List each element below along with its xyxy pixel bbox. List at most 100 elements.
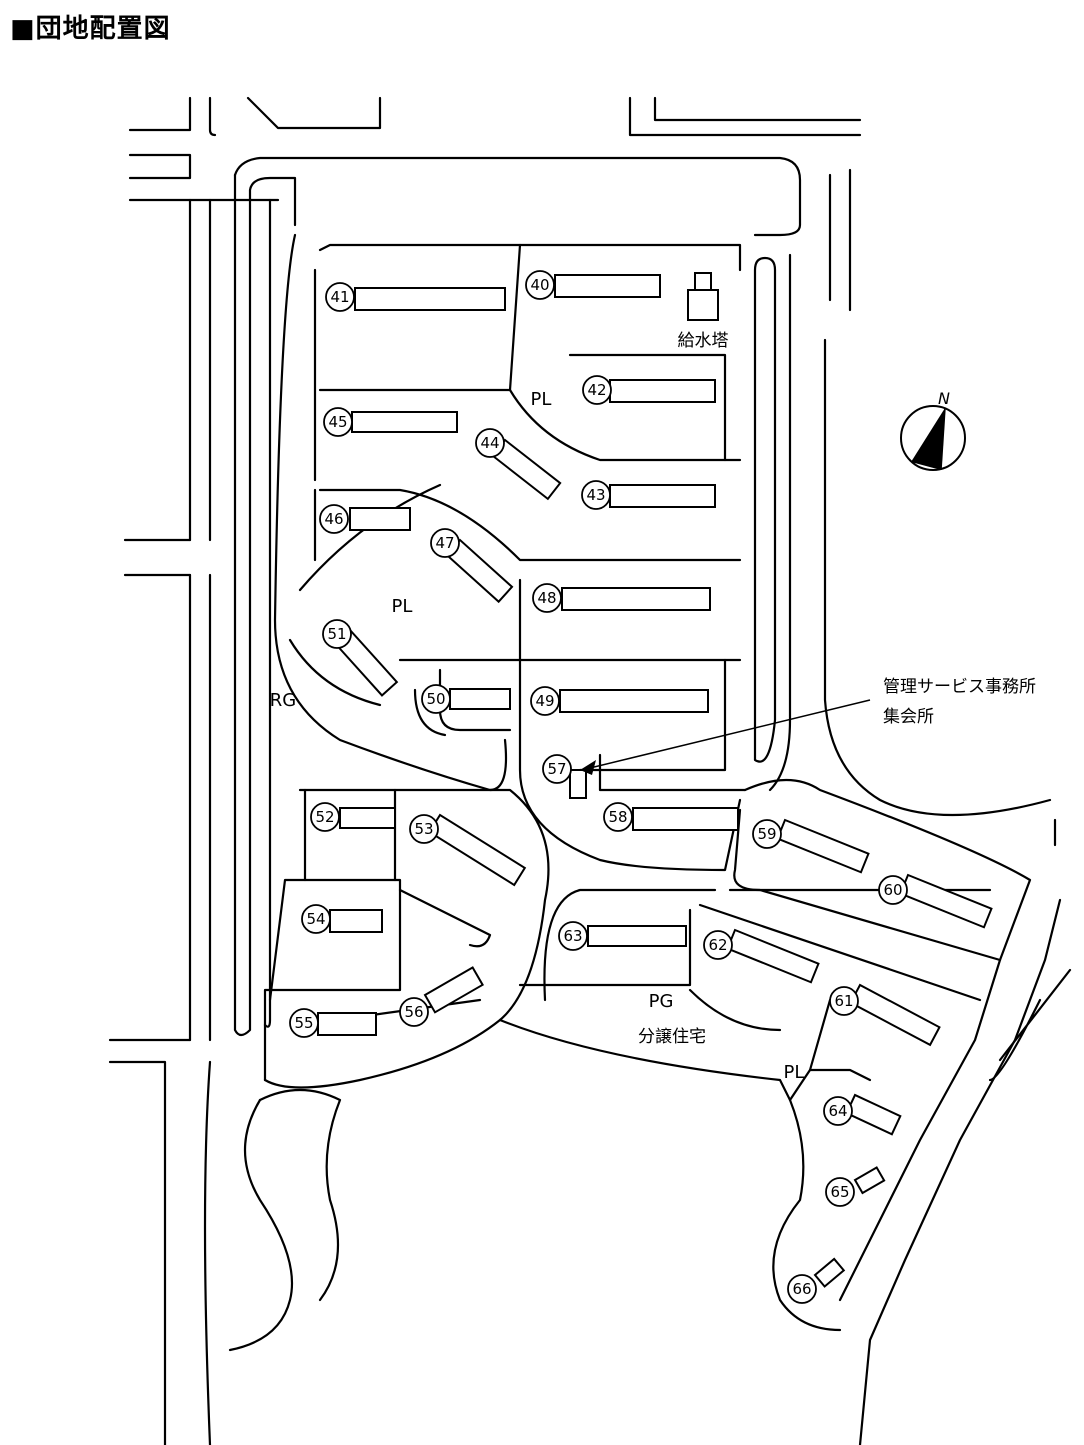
building-marker-circle bbox=[325, 282, 355, 312]
building-marker-circle bbox=[525, 270, 555, 300]
building-marker-circle bbox=[310, 802, 340, 832]
building-number: 65 bbox=[830, 1183, 849, 1201]
building-number: 58 bbox=[608, 808, 627, 826]
playlot-label-2: PL bbox=[392, 596, 413, 617]
building-number: 41 bbox=[330, 288, 349, 306]
building-number: 55 bbox=[294, 1014, 313, 1032]
building-62-footprint bbox=[726, 928, 820, 984]
building-marker-circle bbox=[530, 686, 560, 716]
building-64-footprint bbox=[845, 1093, 902, 1136]
building-number: 54 bbox=[306, 910, 325, 928]
building-52-footprint bbox=[339, 807, 396, 829]
building-marker-circle bbox=[289, 1008, 319, 1038]
meeting-hall-label: 集会所 bbox=[883, 707, 934, 727]
building-marker-circle bbox=[430, 528, 460, 558]
building-marker-circle bbox=[558, 921, 588, 951]
building-number: 42 bbox=[587, 381, 606, 399]
building-66-marker: 66 bbox=[787, 1274, 817, 1304]
pg-label: PG bbox=[649, 991, 674, 1012]
building-number: 60 bbox=[883, 881, 902, 899]
condo-label: 分譲住宅 bbox=[638, 1027, 706, 1047]
building-marker-circle bbox=[582, 375, 612, 405]
building-59-footprint bbox=[776, 818, 870, 874]
building-number: 46 bbox=[324, 510, 343, 528]
building-number: 47 bbox=[435, 534, 454, 552]
building-marker-circle bbox=[823, 1096, 853, 1126]
building-marker-circle bbox=[323, 407, 353, 437]
building-marker-circle bbox=[581, 480, 611, 510]
building-44-marker: 44 bbox=[475, 428, 505, 458]
building-54-footprint bbox=[329, 909, 383, 933]
building-number: 66 bbox=[792, 1280, 811, 1298]
water-tower-top bbox=[694, 272, 712, 291]
building-number: 48 bbox=[537, 589, 556, 607]
building-43-marker: 43 bbox=[581, 480, 611, 510]
playlot-label-1: PL bbox=[531, 389, 552, 410]
callout-arrow-icon bbox=[580, 760, 596, 775]
building-51-marker: 51 bbox=[322, 619, 352, 649]
map-title: ■団地配置図 bbox=[10, 14, 171, 44]
callout-line bbox=[589, 699, 871, 769]
building-marker-circle bbox=[475, 428, 505, 458]
management-office-label: 管理サービス事務所 bbox=[883, 677, 1036, 697]
building-65-marker: 65 bbox=[825, 1177, 855, 1207]
building-53-footprint bbox=[428, 813, 527, 887]
north-label: N bbox=[938, 389, 950, 408]
building-number: 50 bbox=[426, 690, 445, 708]
building-number: 52 bbox=[315, 808, 334, 826]
building-number: 63 bbox=[563, 927, 582, 945]
building-61-footprint bbox=[849, 983, 941, 1047]
building-marker-circle bbox=[752, 819, 782, 849]
building-56-marker: 56 bbox=[399, 997, 429, 1027]
building-40-marker: 40 bbox=[525, 270, 555, 300]
building-63-marker: 63 bbox=[558, 921, 588, 951]
building-62-marker: 62 bbox=[703, 930, 733, 960]
building-49-marker: 49 bbox=[530, 686, 560, 716]
building-number: 44 bbox=[480, 434, 499, 452]
road-network bbox=[108, 96, 1072, 1445]
building-53-marker: 53 bbox=[409, 814, 439, 844]
building-41-marker: 41 bbox=[325, 282, 355, 312]
building-marker-circle bbox=[409, 814, 439, 844]
north-arrow-icon: N bbox=[900, 389, 966, 471]
playlot-label-3: PL bbox=[784, 1062, 805, 1083]
building-marker-circle bbox=[878, 875, 908, 905]
building-47-marker: 47 bbox=[430, 528, 460, 558]
building-number: 59 bbox=[757, 825, 776, 843]
building-number: 64 bbox=[828, 1102, 847, 1120]
building-50-footprint bbox=[449, 688, 511, 710]
building-49-footprint bbox=[559, 689, 709, 713]
building-63-footprint bbox=[587, 925, 687, 947]
building-number: 61 bbox=[834, 992, 853, 1010]
building-marker-circle bbox=[542, 754, 572, 784]
building-40-footprint bbox=[554, 274, 661, 298]
building-45-footprint bbox=[351, 411, 458, 433]
building-number: 62 bbox=[708, 936, 727, 954]
building-60-marker: 60 bbox=[878, 875, 908, 905]
building-45-marker: 45 bbox=[323, 407, 353, 437]
building-marker-circle bbox=[322, 619, 352, 649]
building-64-marker: 64 bbox=[823, 1096, 853, 1126]
building-42-footprint bbox=[609, 379, 716, 403]
building-50-marker: 50 bbox=[421, 684, 451, 714]
building-46-footprint bbox=[349, 507, 411, 531]
rg-label: RG bbox=[270, 690, 296, 711]
building-46-marker: 46 bbox=[319, 504, 349, 534]
building-number: 51 bbox=[327, 625, 346, 643]
building-58-footprint bbox=[632, 807, 739, 831]
building-marker-circle bbox=[421, 684, 451, 714]
building-56-footprint bbox=[423, 966, 484, 1014]
building-61-marker: 61 bbox=[829, 986, 859, 1016]
building-43-footprint bbox=[609, 484, 716, 508]
building-marker-circle bbox=[399, 997, 429, 1027]
building-marker-circle bbox=[532, 583, 562, 613]
building-number: 45 bbox=[328, 413, 347, 431]
building-41-footprint bbox=[354, 287, 506, 311]
water-tower-shape bbox=[687, 289, 719, 321]
building-59-marker: 59 bbox=[752, 819, 782, 849]
building-number: 57 bbox=[547, 760, 566, 778]
building-42-marker: 42 bbox=[582, 375, 612, 405]
building-marker-circle bbox=[703, 930, 733, 960]
building-marker-circle bbox=[301, 904, 331, 934]
